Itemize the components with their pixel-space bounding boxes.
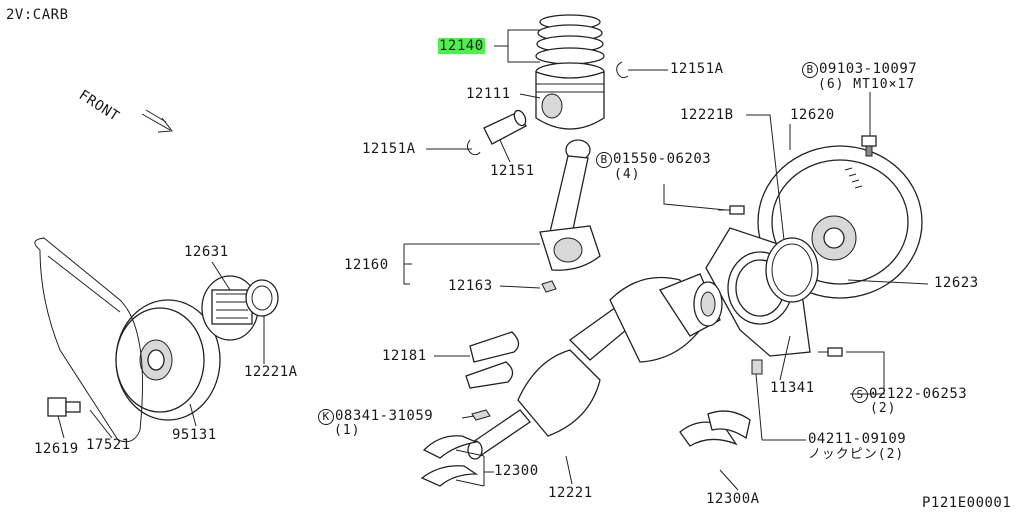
part-12300[interactable]: 12300: [494, 463, 539, 479]
part-12140[interactable]: 12140: [438, 38, 485, 54]
circlip-top: [616, 61, 629, 79]
bearing-12300: [420, 435, 479, 487]
part-12151a-left[interactable]: 12151A: [362, 141, 416, 157]
part-12300a[interactable]: 12300A: [706, 491, 760, 507]
bearing-12300A: [679, 410, 751, 447]
key: [471, 409, 491, 421]
part-12163[interactable]: 12163: [448, 278, 493, 294]
part-17521[interactable]: 17521: [86, 437, 131, 453]
part-11341[interactable]: 11341: [770, 380, 815, 396]
front-arrow-icon: [141, 109, 173, 133]
part-12221[interactable]: 12221: [548, 485, 593, 501]
bolt-02122-qty: (2): [870, 401, 897, 416]
knock-pin: [751, 359, 763, 375]
part-12111[interactable]: 12111: [466, 86, 511, 102]
connecting-rod: [539, 139, 601, 293]
front-oil-seal: [245, 279, 279, 317]
part-12221a[interactable]: 12221A: [244, 364, 298, 380]
part-12151[interactable]: 12151: [490, 163, 535, 179]
bolt-09103-note: (6) MT10×17: [818, 77, 916, 92]
flywheel-bolt: [861, 135, 877, 157]
part-95131[interactable]: 95131: [172, 427, 217, 443]
pulley-bolt: [47, 397, 81, 417]
model-label: 2V:CARB: [6, 7, 69, 23]
drive-belt: [34, 237, 143, 443]
piston-pin: [483, 109, 527, 145]
part-12160[interactable]: 12160: [344, 257, 389, 273]
rear-seal-retainer: [705, 227, 819, 357]
bearing-12181: [465, 331, 520, 389]
bolt-01550-qty: (4): [614, 167, 641, 182]
leader-lines: [57, 29, 929, 491]
part-12181[interactable]: 12181: [382, 348, 427, 364]
crankshaft: [467, 273, 723, 460]
part-12631[interactable]: 12631: [184, 244, 229, 260]
piston-rings: [535, 14, 605, 65]
key-08341-qty: (1): [334, 423, 361, 438]
piston: [535, 62, 605, 130]
part-04211[interactable]: 04211-09109: [808, 431, 907, 447]
part-12151a-top[interactable]: 12151A: [670, 61, 724, 77]
part-12623[interactable]: 12623: [934, 275, 979, 291]
bolt-02122: [818, 347, 843, 357]
part-12620[interactable]: 12620: [790, 107, 835, 123]
circlip-left: [466, 139, 481, 156]
part-12221b[interactable]: 12221B: [680, 107, 734, 123]
figure-code: P121E00001: [922, 495, 1012, 511]
timing-sprocket: [201, 275, 259, 341]
part-12619[interactable]: 12619: [34, 441, 79, 457]
part-04211-note: ノックピン(2): [808, 447, 905, 462]
